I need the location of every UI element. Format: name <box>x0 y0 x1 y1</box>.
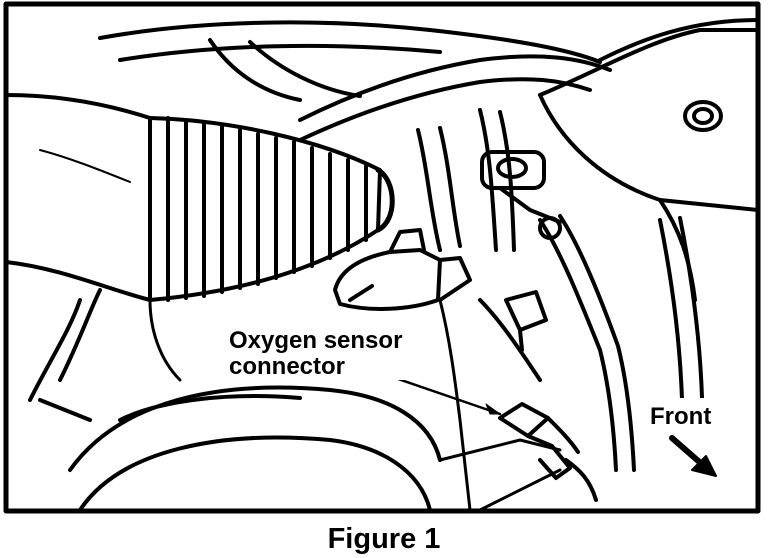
upper-hoses <box>98 20 612 142</box>
front-label-backdrop <box>646 398 730 430</box>
figure-frame <box>3 1 761 514</box>
connector-label-backdrop <box>226 322 438 380</box>
engine-pipes <box>416 108 704 472</box>
front-direction-arrow-icon <box>669 435 717 477</box>
oil-filler-cap-icon <box>683 100 723 132</box>
connector-label-line1: Oxygen sensor <box>229 327 402 354</box>
front-label: Front <box>650 403 711 430</box>
intake-air-duct <box>4 93 395 302</box>
mounting-bracket <box>480 150 562 240</box>
engine-cover <box>538 18 760 302</box>
upper-connector <box>504 290 548 352</box>
figure-caption: Figure 1 <box>327 523 441 555</box>
sensor-housing <box>333 228 472 311</box>
oxygen-sensor-connector <box>498 402 598 502</box>
connector-leader-arrowhead <box>485 403 501 415</box>
lower-hose <box>28 288 442 512</box>
engine-structure-lines <box>148 298 562 512</box>
connector-label-line2: connector <box>229 353 345 380</box>
